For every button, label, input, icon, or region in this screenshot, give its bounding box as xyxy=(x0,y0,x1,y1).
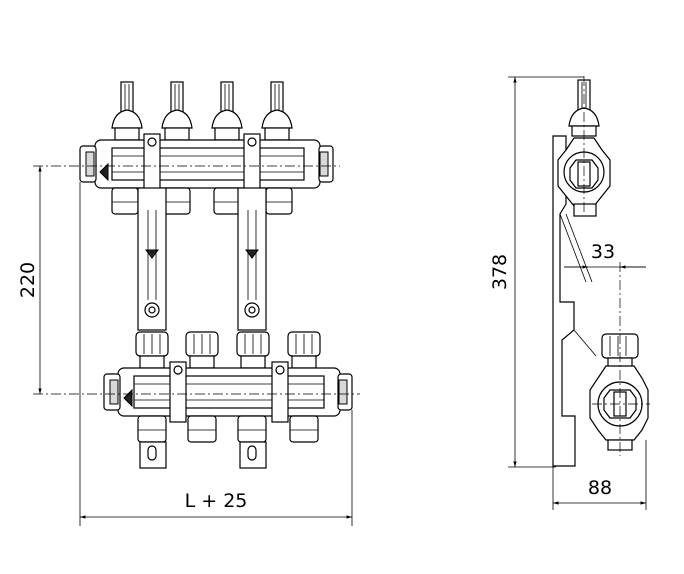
front-view: 220 L + 25 xyxy=(17,81,360,526)
dimension-label-33: 33 xyxy=(591,241,615,263)
dimension-label-378: 378 xyxy=(489,254,511,290)
dimension-label-88: 88 xyxy=(588,477,612,499)
lower-manifold xyxy=(103,331,353,469)
dimension-378: 378 xyxy=(489,76,584,468)
riser-pipes xyxy=(137,187,267,331)
flow-meter xyxy=(161,81,193,141)
side-view: 378 33 88 xyxy=(489,76,650,510)
flow-meter xyxy=(211,81,243,141)
dimension-label-220: 220 xyxy=(17,262,39,298)
dimension-33: 33 xyxy=(564,241,646,269)
dimension-length: L + 25 xyxy=(79,182,353,526)
flow-meter xyxy=(261,81,293,141)
dimension-label-length: L + 25 xyxy=(185,490,248,512)
dimension-88: 88 xyxy=(552,440,647,510)
dimension-220: 220 xyxy=(17,166,42,394)
flow-meter xyxy=(111,81,143,141)
upper-section xyxy=(557,137,611,217)
upper-manifold xyxy=(79,81,334,215)
lower-section xyxy=(589,333,649,451)
